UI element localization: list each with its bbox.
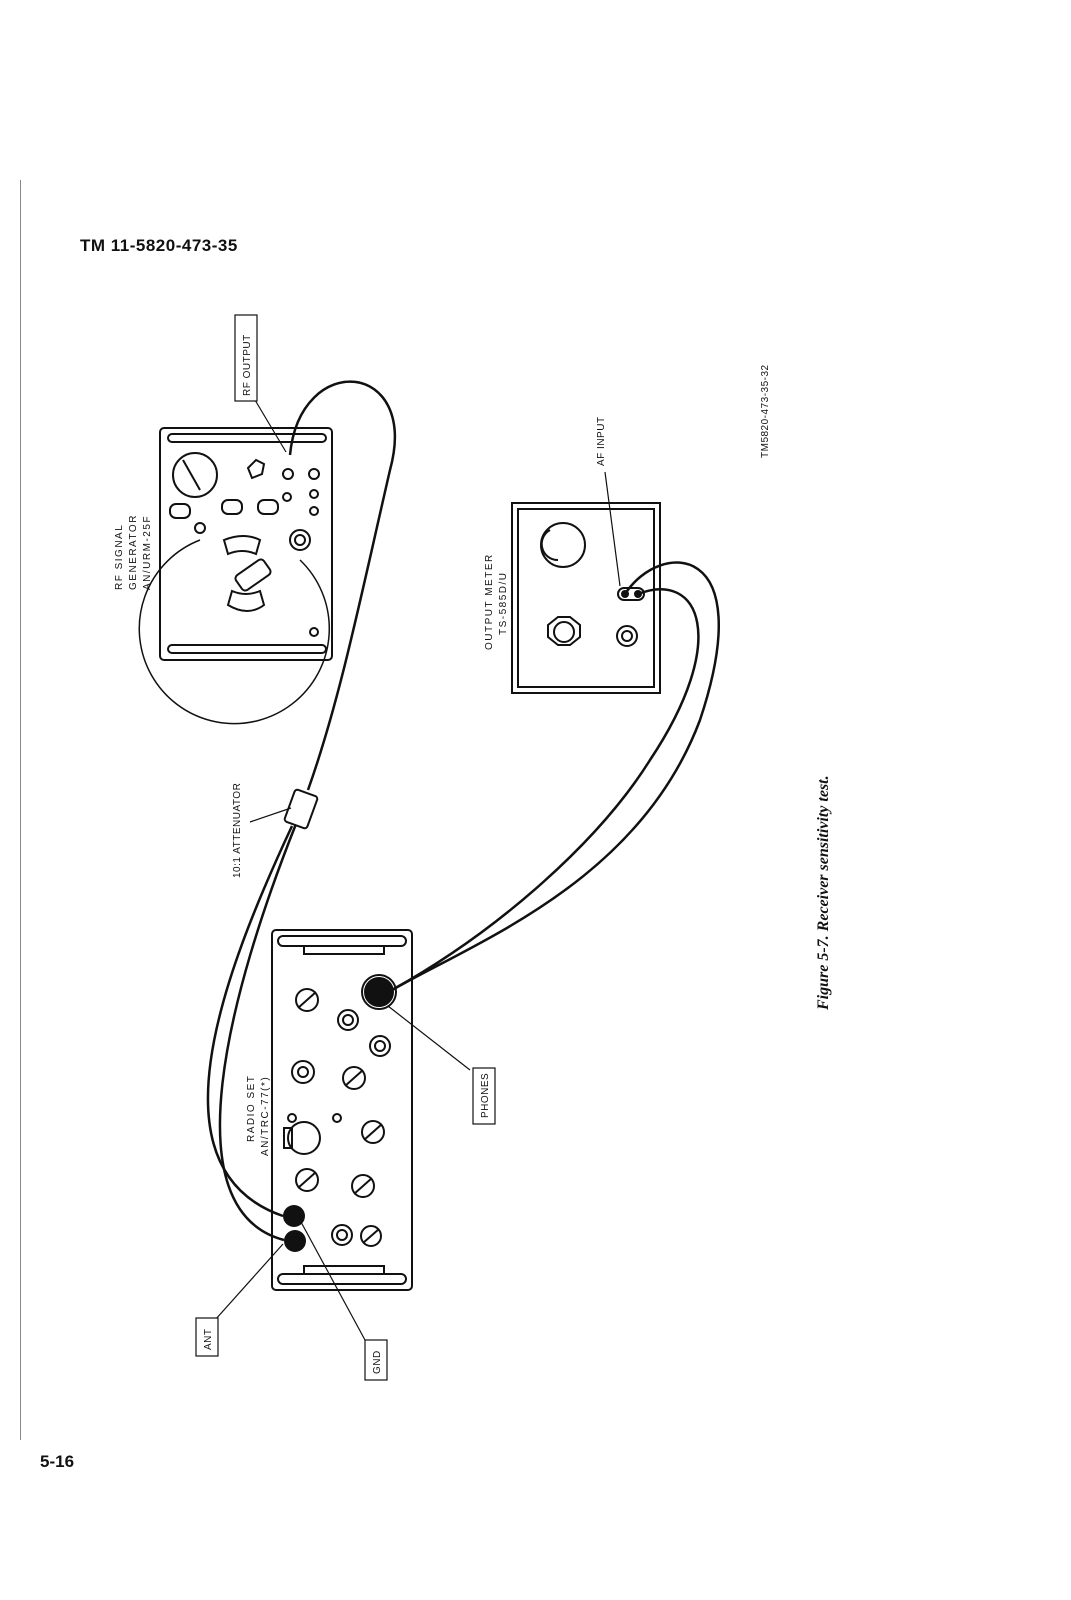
radio-set-label-line2: AN/TRC-77(*) bbox=[260, 1076, 271, 1156]
radio-set-label-line1: RADIO SET bbox=[246, 1075, 257, 1142]
phones-callout: PHONES bbox=[480, 1073, 491, 1118]
cables bbox=[206, 380, 720, 1242]
rf-signal-generator bbox=[138, 427, 333, 725]
gnd-callout: GND bbox=[372, 1350, 383, 1374]
document-number-header: TM 11-5820-473-35 bbox=[80, 236, 238, 255]
radio-set bbox=[271, 929, 413, 1291]
attenuator bbox=[283, 788, 319, 830]
figure-caption: Figure 5-7. Receiver sensitivity test. bbox=[815, 775, 832, 1011]
figure-id: TM5820-473-35-32 bbox=[760, 364, 771, 458]
signal-generator-label-line3: AN/URM-25F bbox=[142, 515, 153, 590]
af-input-callout: AF INPUT bbox=[596, 416, 607, 466]
page-number-footer: 5-16 bbox=[40, 1452, 75, 1471]
rf-output-callout: RF OUTPUT bbox=[242, 334, 253, 396]
signal-generator-label-line2: GENERATOR bbox=[128, 514, 139, 590]
output-meter bbox=[511, 502, 661, 694]
output-meter-label-line2: TS-585D/U bbox=[498, 571, 509, 635]
callout-leaders bbox=[214, 399, 621, 1341]
ant-callout: ANT bbox=[203, 1329, 214, 1351]
output-meter-label-line1: OUTPUT METER bbox=[484, 553, 495, 650]
page-margin-line bbox=[20, 180, 21, 1440]
attenuator-callout: 10:1 ATTENUATOR bbox=[232, 783, 243, 878]
callout-boxes bbox=[195, 314, 496, 1381]
signal-generator-label-line1: RF SIGNAL bbox=[114, 524, 125, 590]
